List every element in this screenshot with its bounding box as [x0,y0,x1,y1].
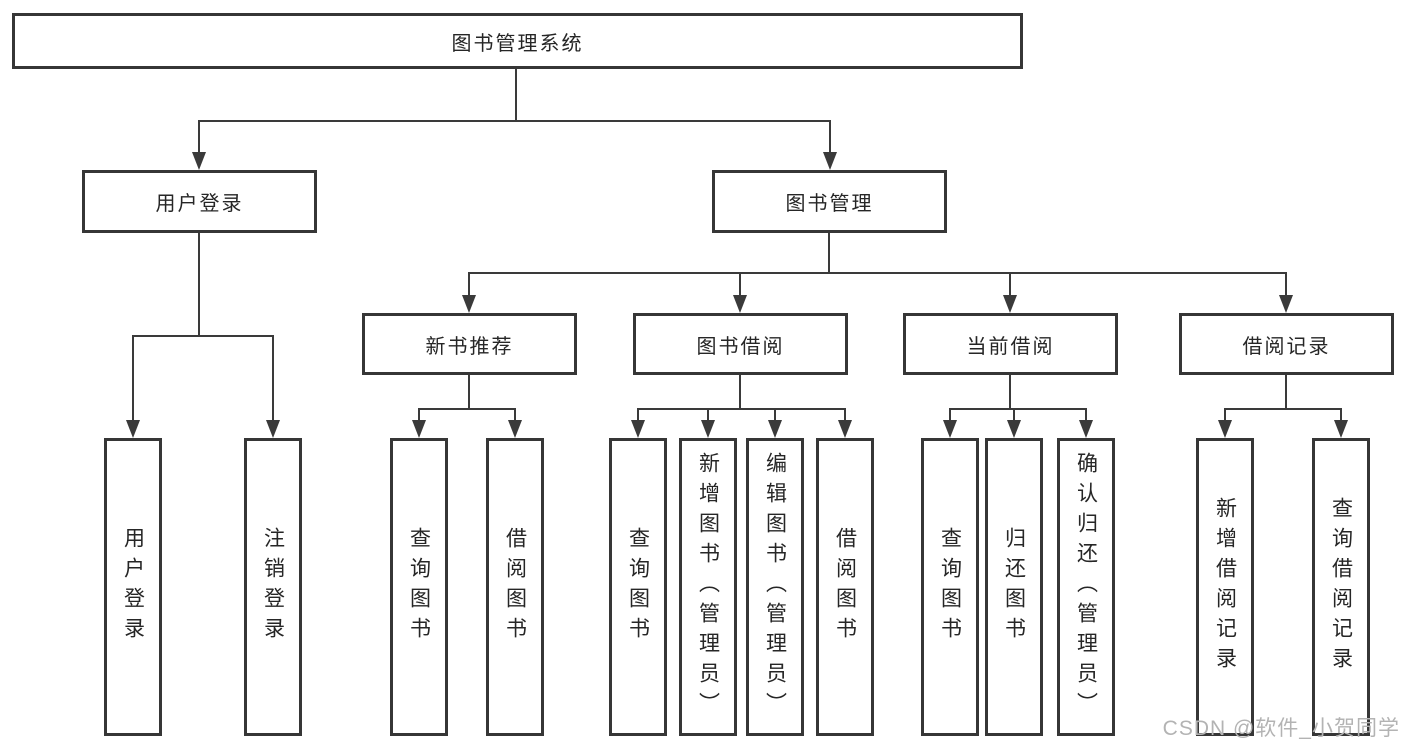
node-label: 用户登录 [121,527,145,647]
arrow-down-icon [823,152,837,170]
connector-line [1085,408,1087,420]
arrow-down-icon [192,152,206,170]
node-label: 借阅图书 [833,527,857,647]
connector-line [468,272,470,295]
connector-line [1013,408,1015,420]
connector-line [1224,408,1342,410]
connector-line [707,408,709,420]
node-new-book-recommend: 新书推荐 [362,313,577,375]
node-label: 编辑图书（管理员） [763,452,787,722]
node-current-borrow: 当前借阅 [903,313,1118,375]
node-book-management: 图书管理 [712,170,947,233]
node-label: 借阅图书 [503,527,527,647]
arrow-down-icon [412,420,426,438]
node-label: 确认归还（管理员） [1074,452,1098,722]
leaf-query-books-borrow: 查询图书 [609,438,667,736]
node-root: 图书管理系统 [12,13,1023,69]
node-label: 查询借阅记录 [1329,497,1353,677]
connector-line [774,408,776,420]
arrow-down-icon [266,420,280,438]
leaf-query-books-current: 查询图书 [921,438,979,736]
arrow-down-icon [701,420,715,438]
arrow-down-icon [508,420,522,438]
connector-line [949,408,1087,410]
leaf-query-borrow-record: 查询借阅记录 [1312,438,1370,736]
connector-line [514,408,516,420]
connector-line [468,272,1287,274]
node-borrow-records: 借阅记录 [1179,313,1394,375]
arrow-down-icon [1279,295,1293,313]
leaf-confirm-return-admin: 确认归还（管理员） [1057,438,1115,736]
connector-line [198,120,200,152]
leaf-logout: 注销登录 [244,438,302,736]
connector-line [739,375,741,408]
node-label: 当前借阅 [966,335,1055,358]
leaf-return-book: 归还图书 [985,438,1043,736]
arrow-down-icon [1334,420,1348,438]
leaf-query-books-recommend: 查询图书 [390,438,448,736]
arrow-down-icon [838,420,852,438]
connector-line [272,335,274,420]
arrow-down-icon [1218,420,1232,438]
connector-line [637,408,639,420]
node-label: 查询图书 [626,527,650,647]
leaf-edit-book-admin: 编辑图书（管理员） [746,438,804,736]
arrow-down-icon [462,295,476,313]
node-label: 图书管理 [785,193,874,215]
arrow-down-icon [1007,420,1021,438]
node-label: 新增图书（管理员） [696,452,720,722]
node-label: 注销登录 [261,527,285,647]
connector-line [1285,375,1287,408]
connector-line [637,408,846,410]
node-book-borrow: 图书借阅 [633,313,848,375]
connector-line [198,233,200,337]
leaf-add-borrow-record: 新增借阅记录 [1196,438,1254,736]
leaf-add-book-admin: 新增图书（管理员） [679,438,737,736]
arrow-down-icon [1079,420,1093,438]
leaf-borrow-books: 借阅图书 [816,438,874,736]
connector-line [198,120,831,122]
node-label: 用户登录 [155,193,244,215]
node-label: 借阅记录 [1242,335,1331,358]
connector-line [515,69,517,120]
node-label: 图书管理系统 [451,32,584,55]
connector-line [844,408,846,420]
leaf-borrow-books-recommend: 借阅图书 [486,438,544,736]
connector-line [132,335,274,337]
connector-line [1009,375,1011,408]
arrow-down-icon [943,420,957,438]
arrow-down-icon [631,420,645,438]
leaf-user-login: 用户登录 [104,438,162,736]
connector-line [132,335,134,420]
arrow-down-icon [1003,295,1017,313]
node-label: 新书推荐 [425,335,514,358]
connector-line [1340,408,1342,420]
node-label: 归还图书 [1002,527,1026,647]
node-user-login: 用户登录 [82,170,317,233]
node-label: 查询图书 [407,527,431,647]
node-label: 查询图书 [938,527,962,647]
connector-line [829,120,831,152]
connector-line [828,233,830,272]
connector-line [949,408,951,420]
node-label: 图书借阅 [696,335,785,358]
connector-line [1285,272,1287,295]
connector-line [468,375,470,408]
connector-line [1224,408,1226,420]
watermark-text: CSDN @软件_小贺同学 [1162,717,1400,740]
arrow-down-icon [733,295,747,313]
arrow-down-icon [768,420,782,438]
connector-line [739,272,741,295]
connector-line [1009,272,1011,295]
connector-line [418,408,420,420]
node-label: 新增借阅记录 [1213,497,1237,677]
connector-line [418,408,516,410]
arrow-down-icon [126,420,140,438]
